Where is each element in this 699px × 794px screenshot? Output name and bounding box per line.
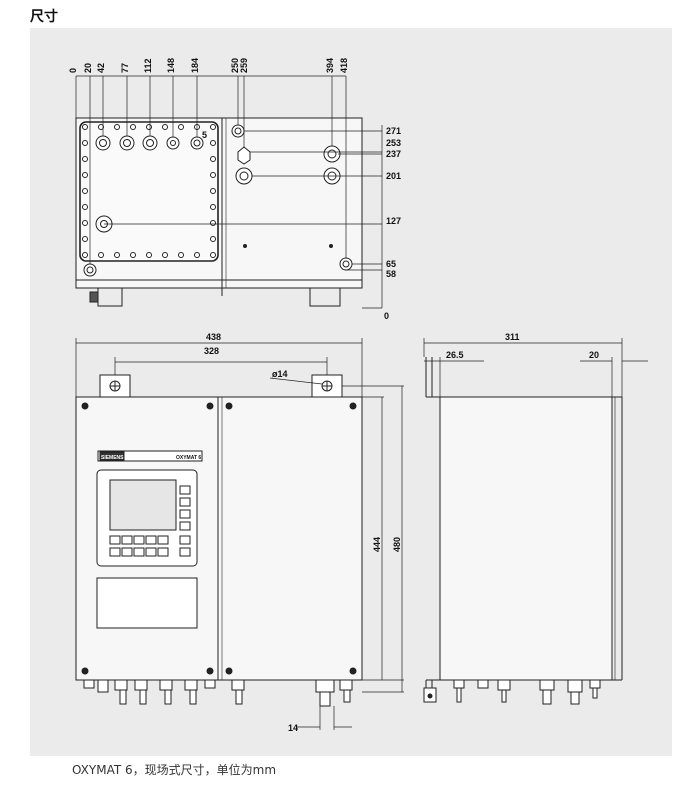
figure-caption: OXYMAT 6，现场式尺寸，单位为mm <box>72 763 277 777</box>
front-view <box>75 338 404 730</box>
dim-438: 438 <box>206 332 221 342</box>
dim-x-20: 20 <box>83 63 93 73</box>
dim-y-65: 65 <box>386 259 396 269</box>
dim-x-148: 148 <box>166 58 176 73</box>
section-title: 尺寸 <box>30 9 58 25</box>
dim-x-394: 394 <box>325 58 335 73</box>
dim-x-0: 0 <box>68 68 78 73</box>
dim-480: 480 <box>392 537 402 552</box>
dim-5: 5 <box>202 130 207 140</box>
dim-328: 328 <box>204 346 219 356</box>
dim-x-112: 112 <box>143 58 153 73</box>
dim-311: 311 <box>505 332 520 342</box>
dim-14: 14 <box>288 723 298 733</box>
dim-x-418: 418 <box>339 58 349 73</box>
dim-y-271: 271 <box>386 126 401 136</box>
model-text: OXYMAT 6 <box>176 455 201 461</box>
dim-x-77: 77 <box>120 63 130 73</box>
dim-y-127: 127 <box>386 216 401 226</box>
front-view-labels: 438 328 ø14 444 480 14 SIEMENS OXYMAT 6 <box>101 332 402 733</box>
top-view <box>75 75 383 309</box>
dim-y-58: 58 <box>386 269 396 279</box>
side-view-labels: 311 26.5 20 <box>446 332 599 360</box>
dim-hole-diameter: ø14 <box>272 369 288 379</box>
dim-y-0: 0 <box>384 311 389 321</box>
dim-444: 444 <box>372 537 382 552</box>
dim-x-42: 42 <box>96 63 106 73</box>
dim-x-250: 250 <box>230 58 240 73</box>
dim-20: 20 <box>589 350 599 360</box>
dim-x-259: 259 <box>239 58 249 73</box>
dim-x-184: 184 <box>190 58 200 73</box>
dim-y-253: 253 <box>386 138 401 148</box>
dim-y-201: 201 <box>386 171 401 181</box>
side-view <box>423 338 648 705</box>
logo-text: SIEMENS <box>101 455 124 461</box>
dim-26-5: 26.5 <box>446 350 464 360</box>
dim-y-237: 237 <box>386 149 401 159</box>
top-view-labels: 0 20 42 77 112 148 184 250 259 394 418 2… <box>68 58 401 321</box>
